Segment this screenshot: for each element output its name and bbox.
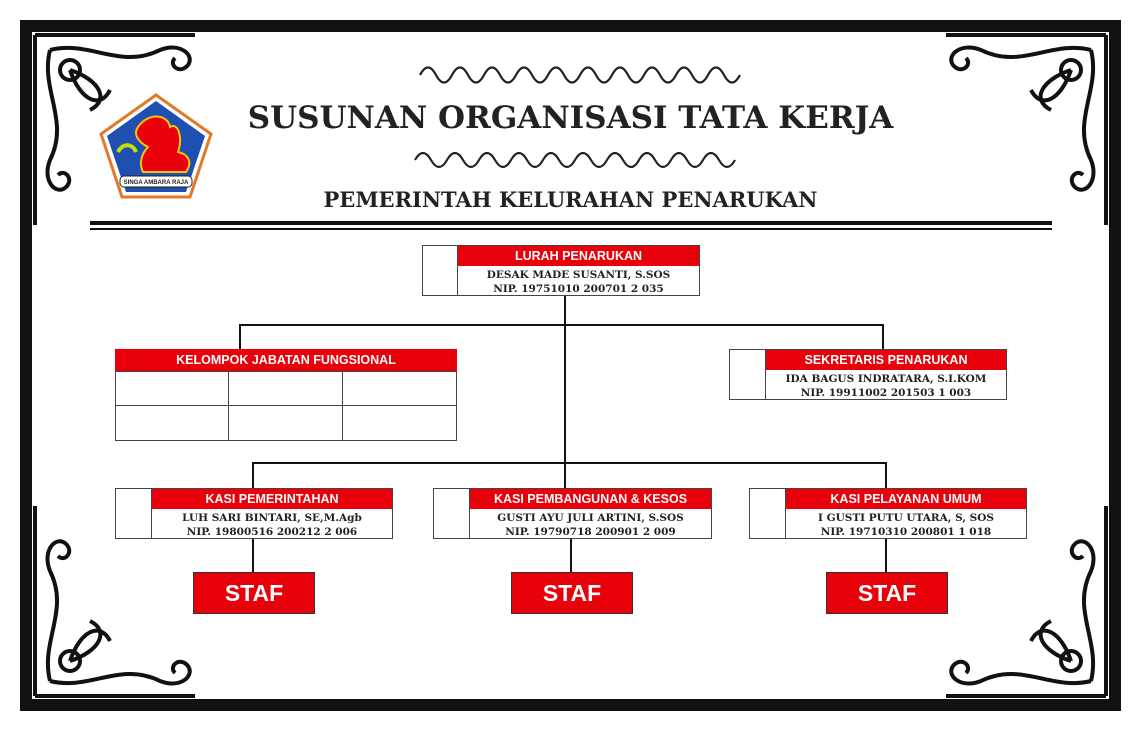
official-nip: NIP. 19800516 200212 2 006 [186, 526, 358, 538]
connector [882, 324, 884, 349]
connector [564, 296, 566, 463]
connector [252, 539, 254, 572]
grid-cell [229, 406, 343, 440]
ornament-top-right-icon [946, 33, 1108, 225]
lurah-box: LURAH PENARUKAN DESAK MADE SUSANTI, S.SO… [422, 245, 700, 296]
position-title: KASI PEMERINTAHAN [152, 489, 392, 509]
connector [564, 462, 566, 488]
photo-cell [116, 489, 152, 538]
connector [252, 462, 254, 488]
ornament-bottom-right-icon [946, 506, 1108, 698]
connector [239, 324, 241, 349]
kasi-pemerintahan-box: KASI PEMERINTAHAN LUH SARI BINTARI, SE,M… [115, 488, 393, 539]
balinese-script-line-2-icon [414, 151, 736, 169]
position-title: SEKRETARIS PENARUKAN [766, 350, 1006, 370]
official-nip: NIP. 19710310 200801 1 018 [820, 526, 992, 538]
page-title: SUSUNAN ORGANISASI TATA KERJA [247, 100, 894, 136]
ornament-bottom-left-icon [33, 506, 195, 698]
position-title: LURAH PENARUKAN [458, 246, 699, 266]
official-nip: NIP. 19790718 200901 2 009 [505, 526, 676, 538]
official-name: IDA BAGUS INDRATARA, S.I.KOM [785, 373, 987, 385]
official-name: LUH SARI BINTARI, SE,M.Agb [182, 512, 362, 524]
grid-cell [116, 372, 230, 406]
connector [570, 539, 572, 572]
ornament-top-left-icon [33, 33, 195, 225]
grid-cell [342, 372, 456, 406]
grid-cell [229, 372, 343, 406]
grid-cell [343, 406, 456, 440]
position-title: KASI PEMBANGUNAN & KESOS [470, 489, 711, 509]
photo-cell [423, 246, 458, 295]
official-name: I GUSTI PUTU UTARA, S, SOS [818, 512, 994, 524]
connector [252, 462, 887, 464]
grid-cell [116, 406, 230, 440]
connector [885, 539, 887, 572]
official-name: GUSTI AYU JULI ARTINI, S.SOS [497, 512, 684, 524]
balinese-script-line-1-icon [419, 66, 741, 84]
position-title: KELOMPOK JABATAN FUNGSIONAL [115, 349, 457, 372]
connector [885, 462, 887, 488]
fungsional-grid [115, 371, 457, 441]
photo-cell [750, 489, 786, 538]
connector [239, 324, 884, 326]
position-title: KASI PELAYANAN UMUM [786, 489, 1026, 509]
buleleng-logo-icon: SINGA AMBARA RAJA [99, 93, 213, 199]
official-nip: NIP. 19751010 200701 2 035 [493, 283, 664, 295]
photo-cell [434, 489, 470, 538]
fungsional-header: KELOMPOK JABATAN FUNGSIONAL [115, 349, 457, 372]
sekretaris-box: SEKRETARIS PENARUKAN IDA BAGUS INDRATARA… [729, 349, 1007, 400]
header-divider [90, 221, 1052, 225]
svg-text:SINGA AMBARA RAJA: SINGA AMBARA RAJA [124, 180, 189, 186]
staff-box: STAF [826, 572, 948, 614]
page-subtitle: PEMERINTAH KELURAHAN PENARUKAN [323, 187, 818, 212]
photo-cell [730, 350, 766, 399]
staff-box: STAF [193, 572, 315, 614]
outer-frame [20, 20, 1121, 711]
kasi-pembangunan-box: KASI PEMBANGUNAN & KESOS GUSTI AYU JULI … [433, 488, 712, 539]
official-nip: NIP. 19911002 201503 1 003 [800, 387, 972, 399]
official-name: DESAK MADE SUSANTI, S.SOS [486, 269, 671, 281]
header-divider-thin [90, 228, 1052, 230]
staff-box: STAF [511, 572, 633, 614]
kasi-pelayanan-box: KASI PELAYANAN UMUM I GUSTI PUTU UTARA, … [749, 488, 1027, 539]
